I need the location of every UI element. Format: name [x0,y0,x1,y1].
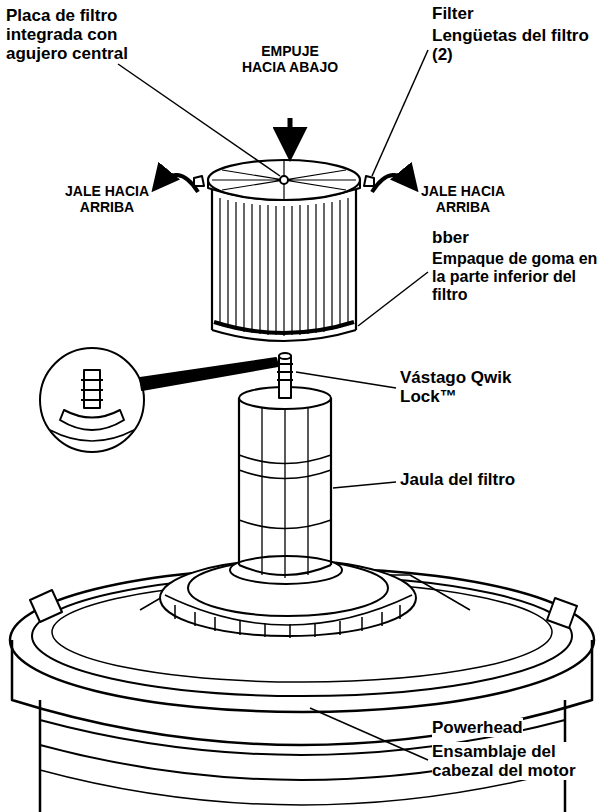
part-label: JALE HACIA ARRIBA [64,184,150,215]
part-label: Placa de filtro integrada con agujero ce… [6,6,166,63]
part-label: Empaque de goma en la parte inferior del… [432,250,604,304]
label-box: Placa de filtro integrada con agujero ce… [6,6,166,63]
part-label: Filter [432,4,474,23]
part-label: Lengüetas del filtro (2) [432,26,602,64]
label-box: Empaque de goma en la parte inferior del… [432,250,604,304]
label-box: bber [432,228,602,247]
label-box: JALE HACIA ARRIBA [420,184,506,216]
label-box: Powerhead [432,718,602,737]
part-label: bber [432,228,469,247]
part-label: JALE HACIA ARRIBA [420,184,506,215]
label-box: Lengüetas del filtro (2) [432,26,602,64]
label-box: EMPUJE HACIA ABAJO [240,44,340,76]
part-label: EMPUJE HACIA ABAJO [240,44,340,75]
part-label: Jaula del filtro [400,470,515,489]
part-label: Powerhead [432,718,523,737]
part-label: Vástago Qwik Lock™ [400,368,550,406]
label-box: Filter [432,4,602,23]
part-label: Ensamblaje del cabezal del motor [432,742,604,780]
label-box: Vástago Qwik Lock™ [400,368,550,406]
label-box: Ensamblaje del cabezal del motor [432,742,604,780]
label-box: Jaula del filtro [400,470,520,489]
label-box: JALE HACIA ARRIBA [64,184,150,216]
